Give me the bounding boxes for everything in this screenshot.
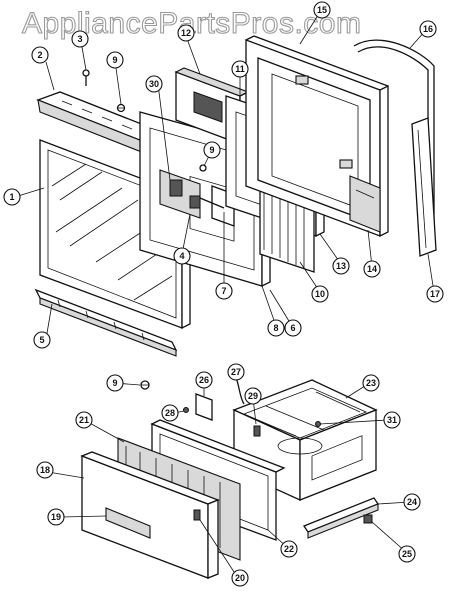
callout-31: 31 bbox=[383, 411, 401, 429]
callout-14: 14 bbox=[363, 260, 381, 278]
callout-27: 27 bbox=[227, 363, 245, 381]
part-screw-9-top bbox=[116, 103, 126, 113]
part-drawer-outer-front bbox=[80, 451, 220, 579]
callout-23: 23 bbox=[362, 374, 380, 392]
callout-13: 13 bbox=[332, 257, 350, 275]
part-door-latch-bracket bbox=[349, 175, 381, 233]
callout-8: 8 bbox=[267, 319, 285, 337]
callout-1: 1 bbox=[3, 188, 21, 206]
callout-9-top: 9 bbox=[106, 51, 124, 69]
callout-16: 16 bbox=[419, 20, 437, 38]
callout-17: 17 bbox=[426, 285, 444, 303]
svg-text:27: 27 bbox=[231, 367, 241, 377]
svg-text:9: 9 bbox=[112, 55, 117, 65]
svg-text:6: 6 bbox=[290, 323, 295, 333]
svg-text:22: 22 bbox=[284, 544, 294, 554]
svg-text:1: 1 bbox=[9, 192, 14, 202]
svg-text:15: 15 bbox=[317, 5, 327, 15]
svg-text:21: 21 bbox=[79, 415, 89, 425]
svg-text:5: 5 bbox=[39, 335, 44, 345]
part-drawer-clip bbox=[193, 509, 201, 521]
part-drawer-roller bbox=[363, 514, 373, 524]
callout-21: 21 bbox=[75, 411, 93, 429]
svg-text:2: 2 bbox=[37, 50, 42, 60]
svg-text:31: 31 bbox=[387, 415, 397, 425]
callout-19: 19 bbox=[47, 508, 65, 526]
callout-25: 25 bbox=[398, 545, 416, 563]
callout-26: 26 bbox=[195, 371, 213, 389]
svg-text:12: 12 bbox=[181, 28, 191, 38]
callout-12: 12 bbox=[177, 24, 195, 42]
callout-7: 7 bbox=[215, 282, 233, 300]
part-door-gasket bbox=[353, 39, 435, 236]
svg-text:30: 30 bbox=[149, 79, 159, 89]
callout-29: 29 bbox=[244, 387, 262, 405]
callout-18: 18 bbox=[36, 461, 54, 479]
callout-9-middle: 9 bbox=[203, 141, 221, 159]
part-door-back-frame bbox=[245, 35, 389, 238]
svg-text:17: 17 bbox=[430, 289, 440, 299]
svg-text:20: 20 bbox=[235, 573, 245, 583]
part-screw-9-bottom bbox=[140, 380, 150, 390]
callout-28: 28 bbox=[161, 404, 179, 422]
svg-text:8: 8 bbox=[273, 323, 278, 333]
svg-text:19: 19 bbox=[51, 512, 61, 522]
svg-text:28: 28 bbox=[165, 408, 175, 418]
part-drawer-screw bbox=[315, 421, 321, 427]
svg-text:11: 11 bbox=[235, 64, 245, 74]
svg-text:23: 23 bbox=[366, 378, 376, 388]
part-drawer-rail bbox=[303, 497, 379, 539]
part-screw-9-middle bbox=[199, 164, 207, 172]
callout-6: 6 bbox=[284, 319, 302, 337]
svg-text:4: 4 bbox=[179, 251, 184, 261]
callout-24: 24 bbox=[403, 493, 421, 511]
svg-text:14: 14 bbox=[367, 264, 377, 274]
svg-text:18: 18 bbox=[40, 465, 50, 475]
svg-text:3: 3 bbox=[77, 34, 82, 44]
part-door-side-trim bbox=[411, 117, 437, 257]
part-screw-3 bbox=[82, 69, 90, 86]
svg-text:7: 7 bbox=[221, 286, 226, 296]
callout-10: 10 bbox=[311, 285, 329, 303]
svg-text:26: 26 bbox=[199, 375, 209, 385]
callout-2: 2 bbox=[31, 46, 49, 64]
svg-text:29: 29 bbox=[248, 391, 258, 401]
callout-9-bottom: 9 bbox=[106, 374, 124, 392]
svg-text:13: 13 bbox=[336, 261, 346, 271]
callout-5: 5 bbox=[33, 331, 51, 349]
callout-22: 22 bbox=[280, 540, 298, 558]
svg-text:24: 24 bbox=[407, 497, 417, 507]
svg-text:9: 9 bbox=[112, 378, 117, 388]
svg-text:9: 9 bbox=[209, 145, 214, 155]
svg-text:16: 16 bbox=[423, 24, 433, 34]
callout-20: 20 bbox=[231, 569, 249, 587]
callout-30: 30 bbox=[145, 75, 163, 93]
callout-4: 4 bbox=[173, 247, 191, 265]
svg-text:25: 25 bbox=[402, 549, 412, 559]
svg-text:10: 10 bbox=[315, 289, 325, 299]
callout-11: 11 bbox=[231, 60, 249, 78]
callout-15: 15 bbox=[313, 1, 331, 19]
part-door-bottom-trim bbox=[34, 288, 178, 357]
callout-3: 3 bbox=[71, 30, 89, 48]
